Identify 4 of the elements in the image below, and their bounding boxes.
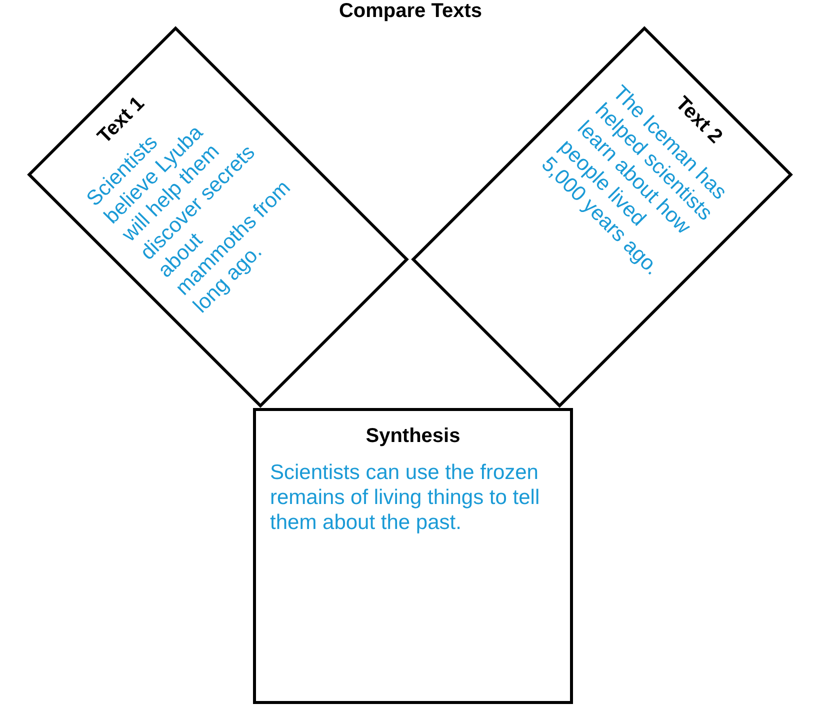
box-heading: Synthesis xyxy=(364,425,462,448)
box-text: Scientists can use the frozen remains of living things to tell them about the past. xyxy=(269,460,541,536)
organizer-box xyxy=(253,408,573,704)
title: Compare Texts xyxy=(339,0,482,23)
